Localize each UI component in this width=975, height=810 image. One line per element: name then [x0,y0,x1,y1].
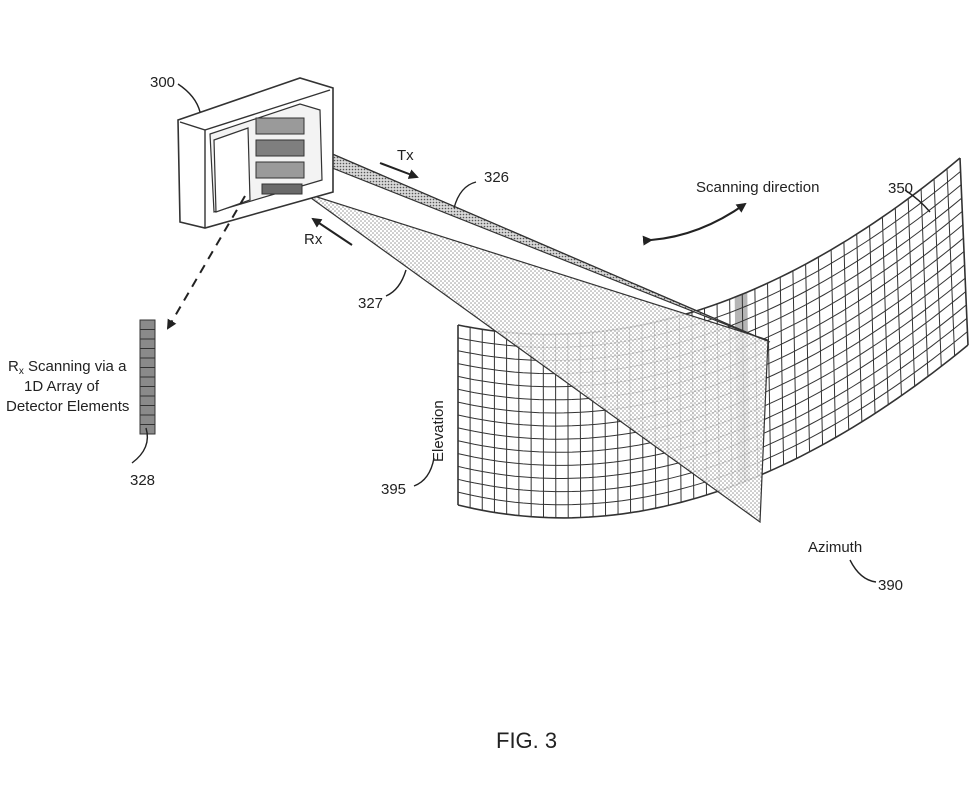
label-395: 395 [381,481,406,498]
detector-element [139,367,156,378]
label-300: 300 [150,74,175,91]
tx-direction-arrow [379,162,419,179]
detector-description-line2: 1D Array of [24,378,100,395]
scanning-direction-arrow [642,202,747,246]
grid-row-line [457,344,969,519]
detector-element [139,414,156,425]
emitter-stack [255,117,305,195]
label-326: 326 [484,169,509,186]
figure-caption: FIG. 3 [496,728,557,753]
detector-element [139,357,156,368]
detector-element [139,376,156,387]
label-rx: Rx [304,231,323,248]
detector-array [139,319,156,435]
label-tx: Tx [397,147,414,164]
detector-element [139,405,156,416]
detector-description-line3: Detector Elements [6,398,129,415]
label-390: 390 [878,577,903,594]
label-azimuth: Azimuth [808,539,862,556]
detector-element [139,338,156,349]
label-scanning-direction: Scanning direction [696,179,819,196]
detector-element [139,319,156,330]
label-328: 328 [130,472,155,489]
label-327: 327 [358,295,383,312]
rx-beam [274,171,769,524]
detector-description-line1: Rx Scanning via a [8,358,127,377]
detector-element [139,329,156,340]
leader-lines [131,83,931,583]
detector-element [139,348,156,359]
label-350: 350 [888,180,913,197]
detector-element [139,395,156,406]
label-elevation: Elevation [430,400,447,462]
lidar-device [177,77,334,229]
detector-element [139,386,156,397]
rx-direction-arrow [311,217,353,246]
